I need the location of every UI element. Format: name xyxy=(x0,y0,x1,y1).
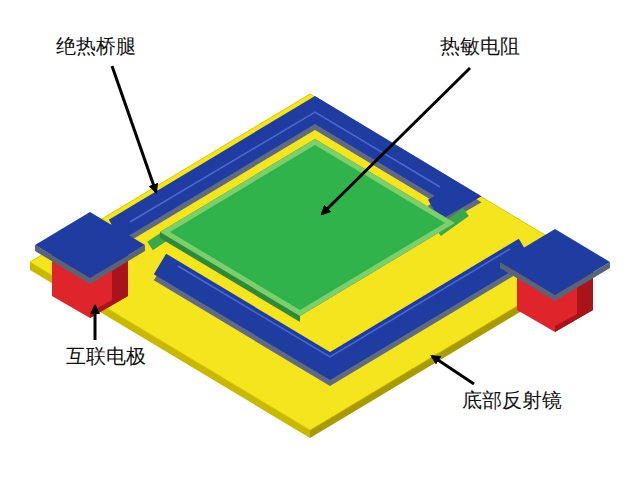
part-label: 互联电极 xyxy=(66,344,146,368)
thermistor xyxy=(150,139,466,322)
part-label: 绝热桥腿 xyxy=(56,34,136,58)
leader-arrows xyxy=(95,66,474,384)
part-label: 底部反射镜 xyxy=(462,388,562,412)
part-label: 热敏电阻 xyxy=(440,34,520,58)
